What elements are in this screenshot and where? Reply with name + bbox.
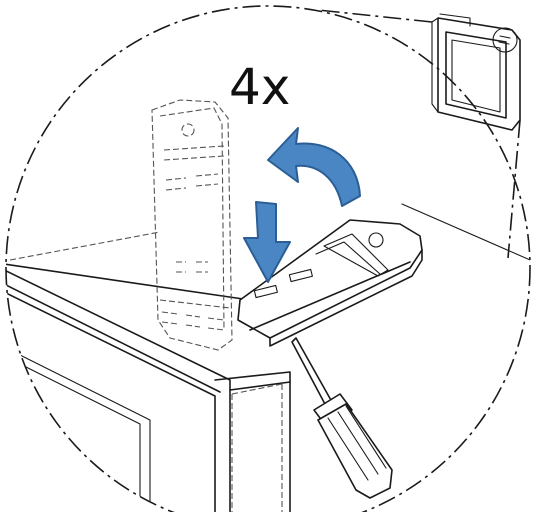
cabinet-back-edge	[6, 261, 251, 301]
wall-line	[401, 203, 530, 271]
door-panel	[214, 371, 291, 512]
detail-circle	[5, 5, 531, 512]
mounting-plate	[237, 219, 423, 347]
rotate-arrow-icon	[267, 127, 361, 207]
callout-leader-side	[507, 119, 521, 259]
callout-leader-top	[317, 9, 433, 23]
down-arrow-icon	[243, 201, 291, 283]
inset-thumbnail	[431, 13, 521, 131]
hinge-bracket-ghost	[9, 99, 233, 351]
cabinet-side-panel	[6, 267, 231, 512]
screwdriver-icon	[291, 337, 393, 499]
repeat-count-label: 4x	[229, 58, 290, 116]
